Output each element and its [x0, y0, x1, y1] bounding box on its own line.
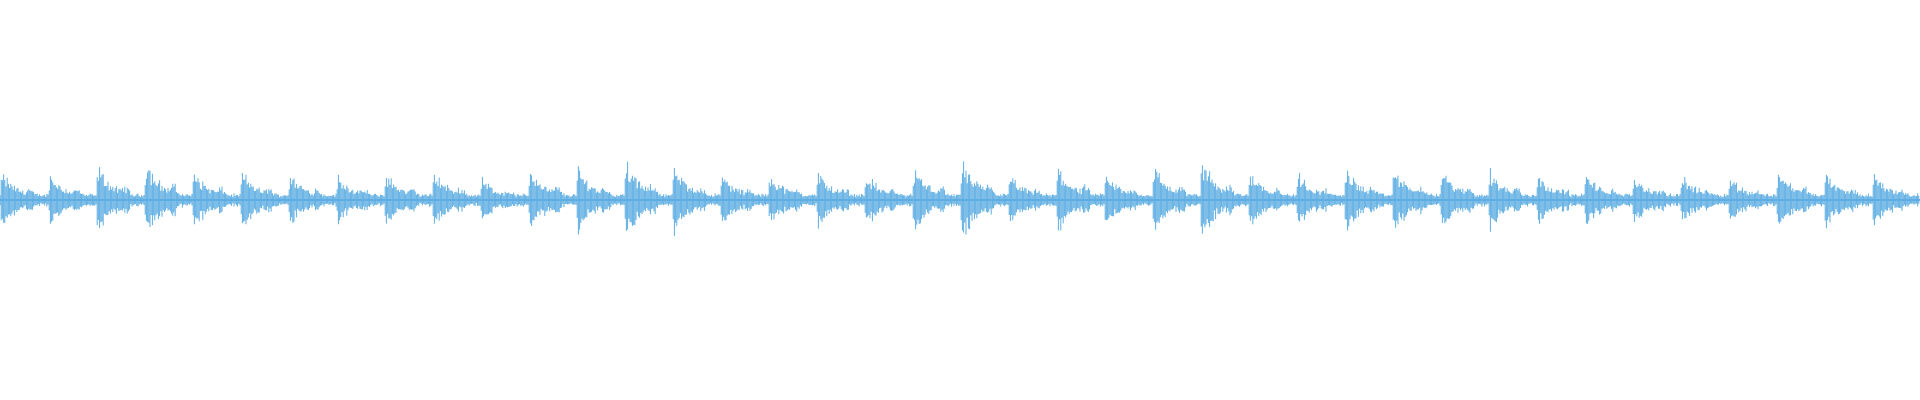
waveform-lines: [0, 161, 1920, 236]
waveform-path: [0, 161, 1920, 236]
